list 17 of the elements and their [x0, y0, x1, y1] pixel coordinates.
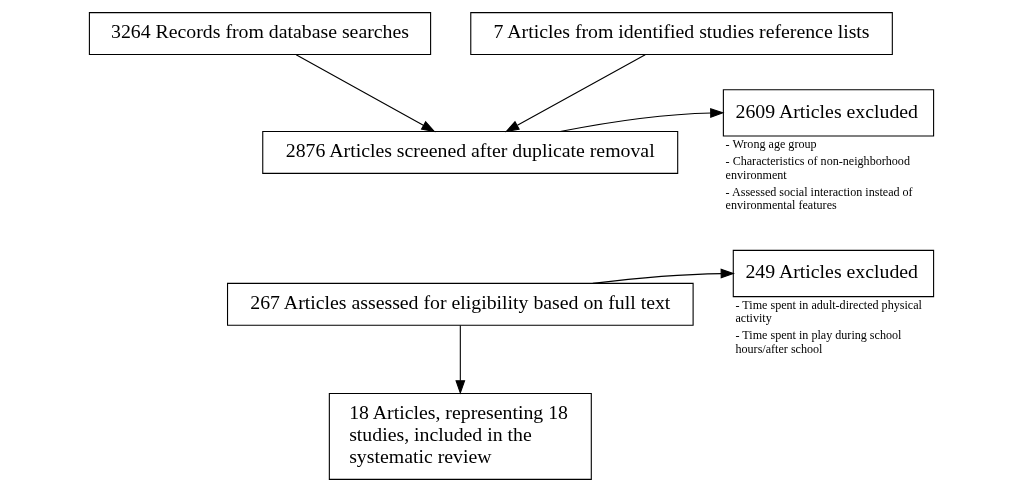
arrow — [454, 324, 465, 395]
node-label: - Assessed social interaction instead of environmental features — [725, 185, 913, 213]
arrow — [504, 54, 646, 133]
arrow — [295, 54, 436, 133]
node-box: 2876 Articles screened after duplicate removal — [261, 131, 678, 174]
arrow — [591, 268, 735, 284]
node-label: - Characteristics of non-neighborhood environment — [725, 154, 910, 182]
node-label: - Time spent in play during school hours/after school — [734, 328, 901, 356]
node-label: - Wrong age group — [725, 136, 817, 151]
node-box: 2609 Articles excluded — [722, 89, 934, 137]
node-box: 18 Articles, representing 18 studies, included in the systematic review — [328, 392, 592, 480]
node-label: - Time spent in adult-directed physical activity — [734, 297, 922, 325]
node-box: 3264 Records from database searches — [88, 12, 431, 56]
node-box: 267 Articles assessed for eligibility based on full text — [226, 282, 694, 326]
node-box: 7 Articles from identified studies reference lists — [469, 12, 893, 56]
arrow — [559, 107, 724, 133]
node-box: 249 Articles excluded — [732, 249, 934, 298]
